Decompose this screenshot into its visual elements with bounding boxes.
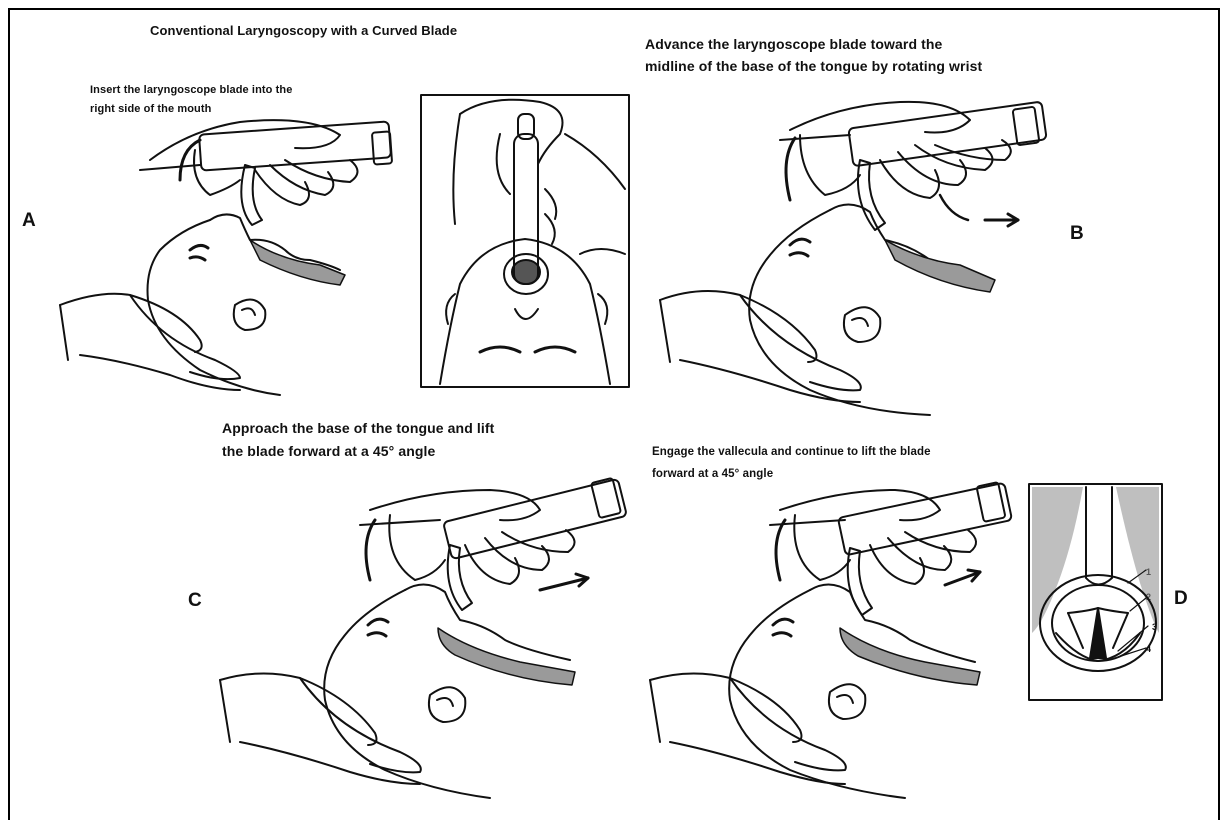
- panel-b-illustration: [640, 90, 1080, 420]
- panel-c-letter: C: [188, 590, 202, 612]
- panel-d-caption-line1: Engage the vallecula and continue to lif…: [652, 446, 931, 458]
- panel-d-illustration: [640, 480, 1020, 810]
- laryngoscope-blade: [858, 160, 885, 230]
- panel-b-caption-line1: Advance the laryngoscope blade toward th…: [645, 36, 942, 52]
- panel-c-illustration: [210, 480, 630, 810]
- panel-d-letter: D: [1174, 588, 1188, 610]
- glottis-inset: [1028, 483, 1163, 701]
- panel-b-caption-line2: midline of the base of the tongue by rot…: [645, 58, 982, 74]
- panel-a-illustration: [40, 110, 410, 400]
- figure-title: Conventional Laryngoscopy with a Curved …: [150, 23, 457, 38]
- top-view-inset: [420, 94, 630, 388]
- panel-d-caption-line2: forward at a 45° angle: [652, 468, 773, 480]
- panel-a-letter: A: [22, 210, 36, 232]
- laryngoscope-blade: [848, 548, 872, 615]
- panel-c-caption-line1: Approach the base of the tongue and lift: [222, 420, 494, 436]
- panel-a-caption-line1: Insert the laryngoscope blade into the: [90, 84, 292, 96]
- rotation-arrow: [940, 195, 968, 220]
- laryngoscope-handle: [199, 121, 391, 170]
- laryngoscope-handle: [838, 483, 1012, 556]
- panel-c-caption-line2: the blade forward at a 45° angle: [222, 443, 435, 459]
